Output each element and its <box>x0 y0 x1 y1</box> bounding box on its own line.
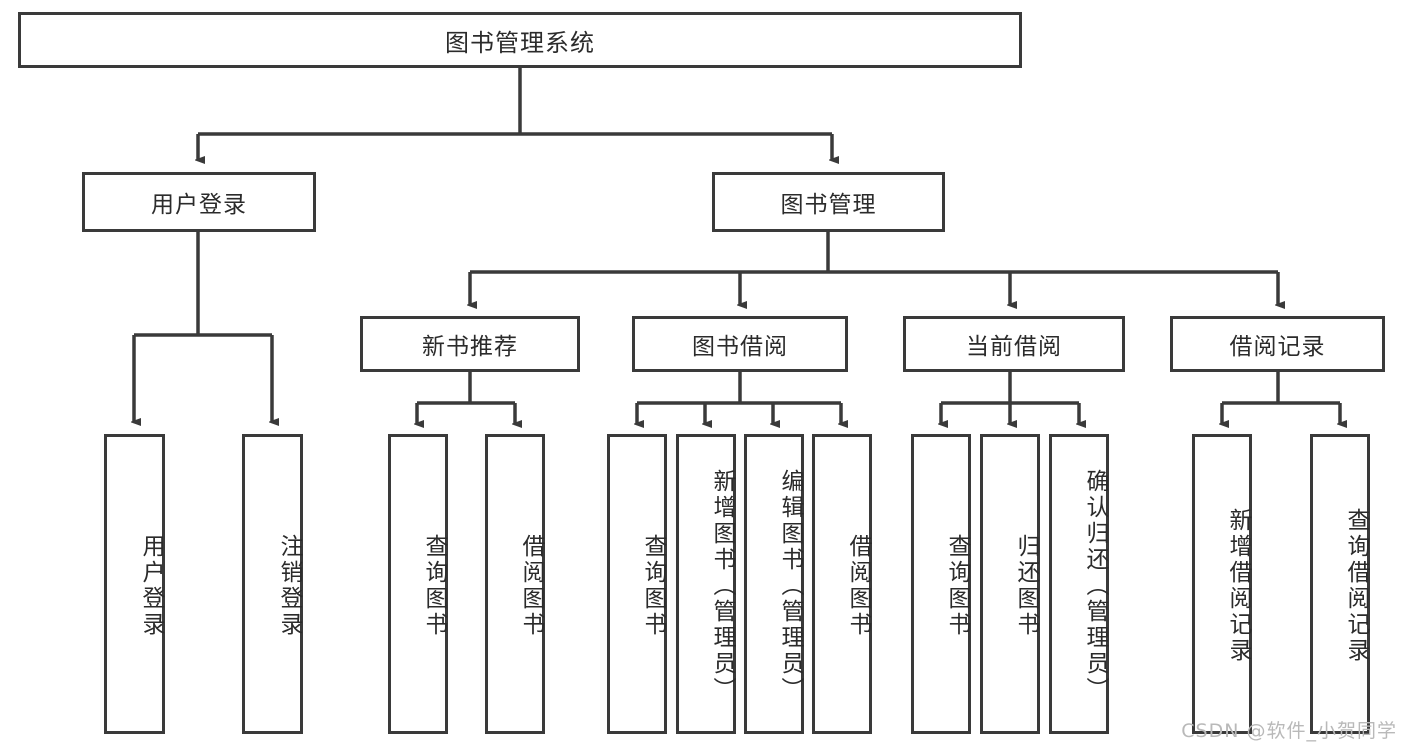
leaf-borrow-book-1[interactable]: 借阅图书 <box>485 434 545 734</box>
leaf-query-record-label: 查询借阅记录 <box>1343 508 1369 664</box>
node-new-book-rec[interactable]: 新书推荐 <box>360 316 580 372</box>
leaf-add-book-label: 新增图书（管理员） <box>709 469 735 703</box>
leaf-query-book-1[interactable]: 查询图书 <box>388 434 448 734</box>
leaf-user-login[interactable]: 用户登录 <box>104 434 165 734</box>
leaf-query-book-3-label: 查询图书 <box>944 534 970 638</box>
node-borrow-record[interactable]: 借阅记录 <box>1170 316 1385 372</box>
node-current-borrow-label: 当前借阅 <box>966 334 1062 360</box>
leaf-query-record[interactable]: 查询借阅记录 <box>1310 434 1370 734</box>
leaf-confirm-return[interactable]: 确认归还（管理员） <box>1049 434 1109 734</box>
node-book-manage[interactable]: 图书管理 <box>712 172 945 232</box>
leaf-logout[interactable]: 注销登录 <box>242 434 303 734</box>
leaf-add-record-label: 新增借阅记录 <box>1225 508 1251 664</box>
leaf-query-book-2-label: 查询图书 <box>640 534 666 638</box>
node-root[interactable]: 图书管理系统 <box>18 12 1022 68</box>
node-new-book-rec-label: 新书推荐 <box>422 334 518 360</box>
leaf-edit-book-label: 编辑图书（管理员） <box>777 469 803 703</box>
node-user-login-label: 用户登录 <box>151 192 247 218</box>
node-book-manage-label: 图书管理 <box>780 192 877 218</box>
leaf-user-login-label: 用户登录 <box>138 534 164 638</box>
leaf-add-book[interactable]: 新增图书（管理员） <box>676 434 736 734</box>
leaf-query-book-1-label: 查询图书 <box>421 534 447 638</box>
leaf-confirm-return-label: 确认归还（管理员） <box>1082 469 1108 703</box>
leaf-logout-label: 注销登录 <box>276 534 302 638</box>
node-root-label: 图书管理系统 <box>445 28 595 57</box>
node-book-borrow[interactable]: 图书借阅 <box>632 316 848 372</box>
leaf-borrow-book-2-label: 借阅图书 <box>845 534 871 638</box>
leaf-return-book[interactable]: 归还图书 <box>980 434 1040 734</box>
node-current-borrow[interactable]: 当前借阅 <box>903 316 1125 372</box>
node-borrow-record-label: 借阅记录 <box>1229 334 1326 360</box>
leaf-edit-book[interactable]: 编辑图书（管理员） <box>744 434 804 734</box>
leaf-add-record[interactable]: 新增借阅记录 <box>1192 434 1252 734</box>
node-user-login[interactable]: 用户登录 <box>82 172 316 232</box>
leaf-query-book-3[interactable]: 查询图书 <box>911 434 971 734</box>
node-book-borrow-label: 图书借阅 <box>692 334 788 360</box>
leaf-borrow-book-1-label: 借阅图书 <box>518 534 544 638</box>
leaf-return-book-label: 归还图书 <box>1013 534 1039 638</box>
leaf-query-book-2[interactable]: 查询图书 <box>607 434 667 734</box>
leaf-borrow-book-2[interactable]: 借阅图书 <box>812 434 872 734</box>
